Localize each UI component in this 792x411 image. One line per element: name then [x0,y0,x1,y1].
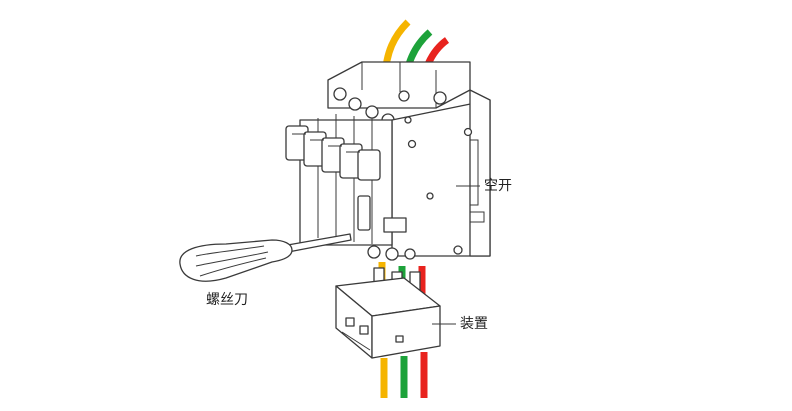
screwdriver-label: 螺丝刀 [206,292,248,308]
breaker-toggles [285,125,381,181]
device-label: 装置 [460,316,488,332]
circuit-breaker [285,61,491,261]
device [335,267,441,359]
outgoing-wires [380,352,428,398]
breaker-label: 空开 [484,178,512,194]
screwdriver [179,233,352,282]
